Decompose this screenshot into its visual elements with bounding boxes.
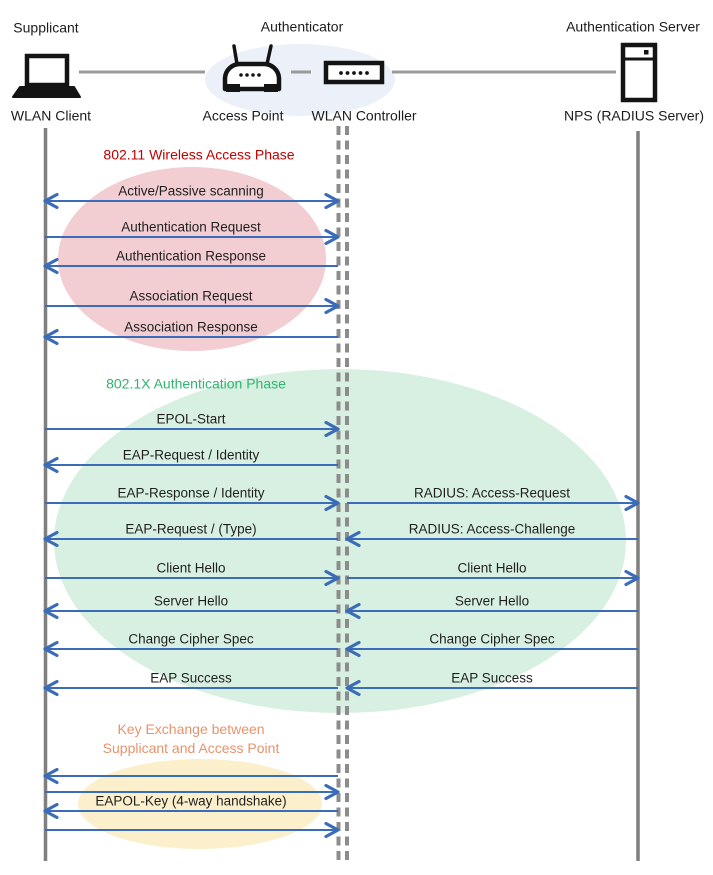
message-label: EPOL-Start xyxy=(156,411,226,427)
message-label: RADIUS: Access-Challenge xyxy=(408,521,576,537)
message-arrow xyxy=(45,297,340,315)
message-label: Association Response xyxy=(124,319,258,335)
laptop-icon xyxy=(12,53,81,98)
message-arrow xyxy=(43,767,338,785)
phase-key-exchange-bubble xyxy=(78,759,322,849)
message-arrow xyxy=(347,569,640,587)
phase-title-80211: 802.11 Wireless Access Phase xyxy=(103,146,295,163)
message-arrow xyxy=(345,640,638,658)
message-label: EAP-Response / Identity xyxy=(117,485,265,501)
message-label: Authentication Response xyxy=(115,248,267,264)
message-arrow xyxy=(345,602,638,620)
role-label-supplicant: Supplicant xyxy=(13,19,79,36)
message-label: Active/Passive scanning xyxy=(118,183,264,199)
message-arrow xyxy=(43,602,338,620)
server-icon xyxy=(620,42,658,103)
message-label: EAP-Request / (Type) xyxy=(125,521,257,537)
message-label: EAPOL-Key (4-way handshake) xyxy=(95,793,287,809)
message-arrow xyxy=(45,228,340,246)
role-label-authenticator: Authenticator xyxy=(260,18,344,35)
role-label-authentication-server: Authentication Server xyxy=(566,18,700,35)
access-point-icon xyxy=(222,44,282,92)
message-arrow xyxy=(45,569,340,587)
device-label-wlan-client: WLAN Client xyxy=(10,107,92,124)
message-arrow xyxy=(43,640,338,658)
message-label: Server Hello xyxy=(153,593,229,609)
message-arrow xyxy=(345,530,638,548)
device-label-wlan-controller: WLAN Controller xyxy=(311,107,417,124)
message-arrow xyxy=(43,679,338,697)
message-arrow xyxy=(43,802,338,820)
message-label: Change Cipher Spec xyxy=(429,631,555,647)
message-arrow xyxy=(45,783,340,801)
message-label: Client Hello xyxy=(457,560,527,576)
message-label: Change Cipher Spec xyxy=(128,631,254,647)
authenticator-dashed-lifeline xyxy=(336,126,349,862)
message-arrow xyxy=(45,420,340,438)
device-label-access-point: Access Point xyxy=(202,107,284,124)
message-arrow xyxy=(43,192,340,210)
message-arrow xyxy=(345,679,638,697)
message-label: EAP Success xyxy=(150,670,232,686)
message-label: EAP Success xyxy=(451,670,533,686)
message-label: Authentication Request xyxy=(121,219,261,235)
message-arrow xyxy=(45,494,340,512)
message-label: Server Hello xyxy=(454,593,530,609)
device-label-nps-radius-server: NPS (RADIUS Server) xyxy=(563,107,705,124)
message-arrow xyxy=(43,328,338,346)
message-arrow xyxy=(45,821,340,839)
phase-title-8021x: 802.1X Authentication Phase xyxy=(106,375,286,392)
message-arrow xyxy=(43,530,338,548)
message-arrow xyxy=(347,494,640,512)
message-label: EAP-Request / Identity xyxy=(122,447,260,463)
message-label: RADIUS: Access-Request xyxy=(413,485,571,501)
message-arrow xyxy=(43,456,338,474)
message-label: Client Hello xyxy=(156,560,226,576)
wlan-controller-icon xyxy=(323,60,385,85)
message-arrow xyxy=(43,257,338,275)
message-label: Association Request xyxy=(129,288,253,304)
